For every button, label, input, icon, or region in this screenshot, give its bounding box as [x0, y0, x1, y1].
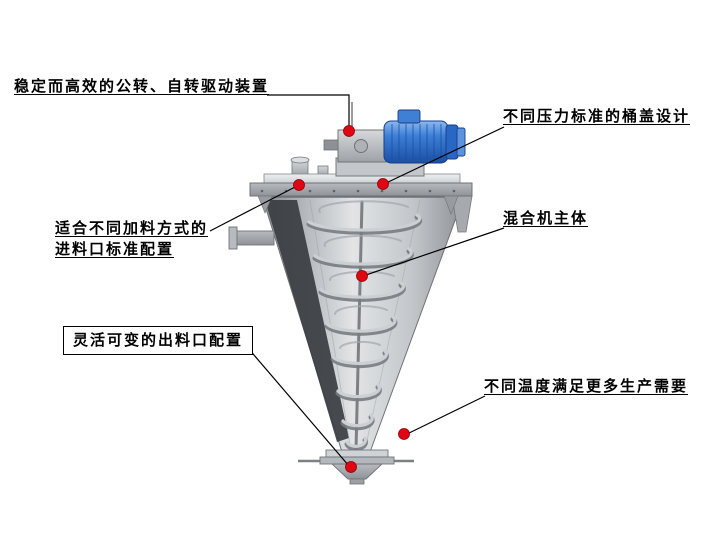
label-body: 混合机主体 — [503, 210, 589, 227]
leader-lid — [383, 126, 505, 185]
marker-dots — [293, 125, 410, 473]
terminal-box-icon — [397, 109, 421, 124]
leader-outlet — [241, 340, 350, 467]
marker-dot-outlet — [345, 461, 357, 473]
discharge-assembly — [298, 449, 414, 485]
label-temperature: 不同温度满足更多生产需要 — [484, 378, 689, 395]
leader-inlet — [209, 185, 298, 232]
label-inlet: 适合不同加料方式的 进料口标准配置 — [55, 220, 209, 258]
marker-dot-body — [356, 270, 368, 282]
fan-cover-icon — [456, 127, 466, 157]
marker-dot-lid — [377, 178, 389, 190]
leader-temperature — [404, 395, 486, 436]
label-lid: 不同压力标准的桶盖设计 — [503, 108, 691, 125]
leader-body — [362, 227, 505, 277]
motor — [383, 109, 466, 164]
screw-auger — [309, 200, 420, 452]
cone-back-panel — [265, 200, 349, 442]
leader-lines — [209, 94, 505, 467]
marker-dot-temperature — [398, 428, 410, 440]
label-drive: 稳定而高效的公转、自转驱动装置 — [14, 78, 270, 95]
lid-bolts — [260, 189, 456, 193]
drive-assembly — [323, 102, 466, 177]
label-outlet: 灵活可变的出料口配置 — [63, 326, 254, 355]
marker-dot-inlet — [293, 179, 305, 191]
coupling-icon — [323, 139, 339, 151]
inlet-pipe — [228, 226, 275, 250]
marker-dot-drive — [343, 125, 355, 137]
leader-drive — [267, 94, 350, 128]
